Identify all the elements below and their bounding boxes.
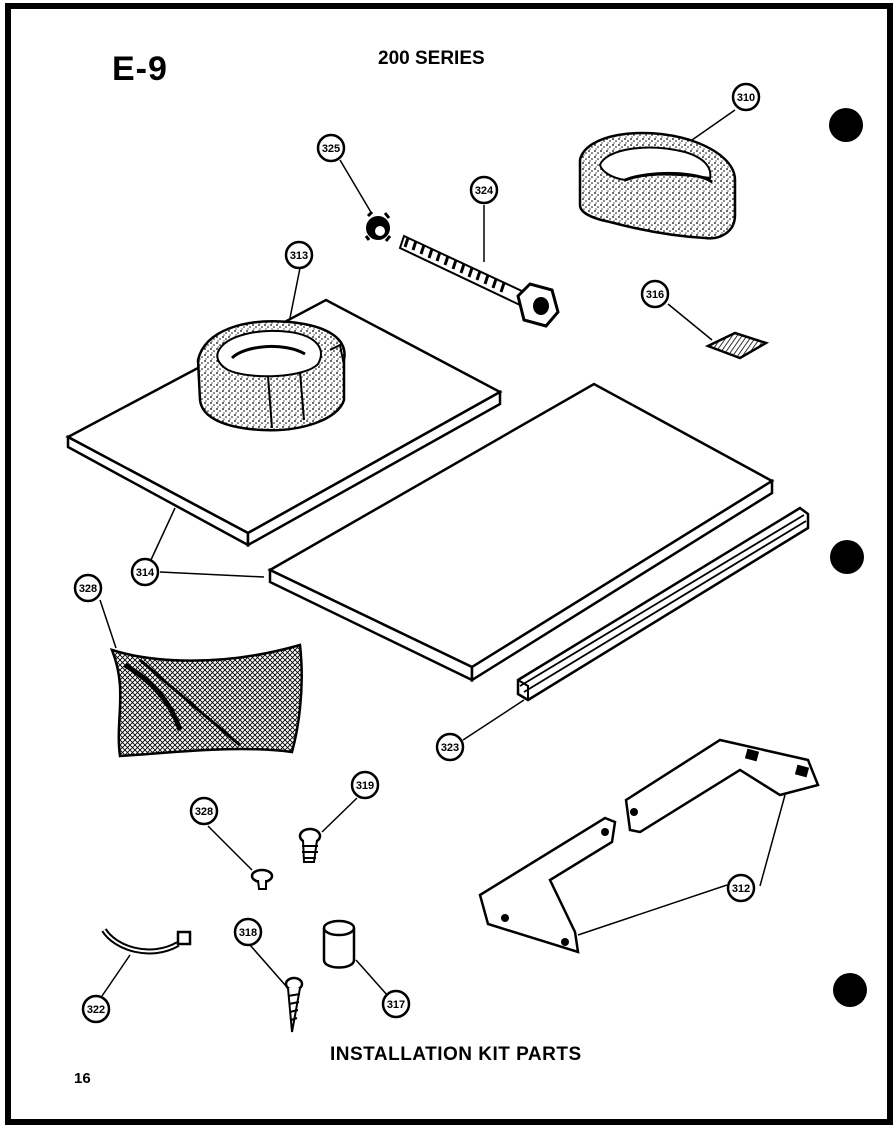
part-323-channel bbox=[516, 506, 810, 702]
callout-label: 319 bbox=[356, 780, 374, 792]
part-317-spacer bbox=[322, 919, 356, 969]
callout-317: 317 bbox=[381, 989, 411, 1019]
callout-328: 328 bbox=[189, 796, 219, 826]
callout-318: 318 bbox=[233, 917, 263, 947]
part-313-collar bbox=[196, 320, 346, 432]
callout-label: 324 bbox=[475, 185, 494, 197]
callout-314: 314 bbox=[130, 557, 160, 587]
callout-312: 312 bbox=[726, 873, 756, 903]
callout-label: 323 bbox=[441, 742, 459, 754]
part-319-screw bbox=[298, 827, 322, 863]
binder-hole bbox=[830, 540, 864, 574]
callout-324: 324 bbox=[469, 175, 499, 205]
part-314-board-right bbox=[267, 382, 775, 683]
part-325-nut bbox=[364, 210, 392, 242]
callouts: 310 325 324 313 316 314 328 323 319 328 … bbox=[73, 82, 761, 1024]
page-number: 16 bbox=[74, 1070, 91, 1087]
series-label: 200 SERIES bbox=[378, 48, 485, 69]
callout-310: 310 bbox=[731, 82, 761, 112]
part-318-wood-screw bbox=[284, 976, 304, 1033]
part-316-pad bbox=[704, 331, 770, 360]
callout-328: 328 bbox=[73, 573, 103, 603]
page-code: E-9 bbox=[112, 50, 168, 88]
callout-label: 325 bbox=[322, 143, 340, 155]
page-title: INSTALLATION KIT PARTS bbox=[330, 1044, 582, 1065]
binder-hole bbox=[829, 108, 863, 142]
callout-316: 316 bbox=[640, 279, 670, 309]
callout-label: 312 bbox=[732, 883, 750, 895]
callout-label: 318 bbox=[239, 927, 257, 939]
callout-323: 323 bbox=[435, 732, 465, 762]
callout-label: 322 bbox=[87, 1004, 105, 1016]
binder-hole bbox=[833, 973, 867, 1007]
callout-label: 313 bbox=[290, 250, 308, 262]
callout-label: 310 bbox=[737, 92, 755, 104]
callout-313: 313 bbox=[284, 240, 314, 270]
callout-label: 314 bbox=[136, 567, 155, 579]
callout-label: 316 bbox=[646, 289, 664, 301]
part-322-strap bbox=[101, 928, 192, 955]
page-border bbox=[5, 3, 893, 1125]
callout-325: 325 bbox=[316, 133, 346, 163]
part-328-plug bbox=[250, 868, 274, 890]
callout-319: 319 bbox=[350, 770, 380, 800]
part-310-foam-roll bbox=[578, 131, 737, 240]
callout-label: 328 bbox=[79, 583, 97, 595]
callout-label: 328 bbox=[195, 806, 213, 818]
callout-label: 317 bbox=[387, 999, 405, 1011]
callout-322: 322 bbox=[81, 994, 111, 1024]
part-328-mesh-bag bbox=[109, 643, 303, 758]
leader-lines bbox=[99, 109, 786, 997]
part-324-bolt bbox=[398, 234, 560, 328]
part-312-brackets bbox=[478, 738, 820, 954]
